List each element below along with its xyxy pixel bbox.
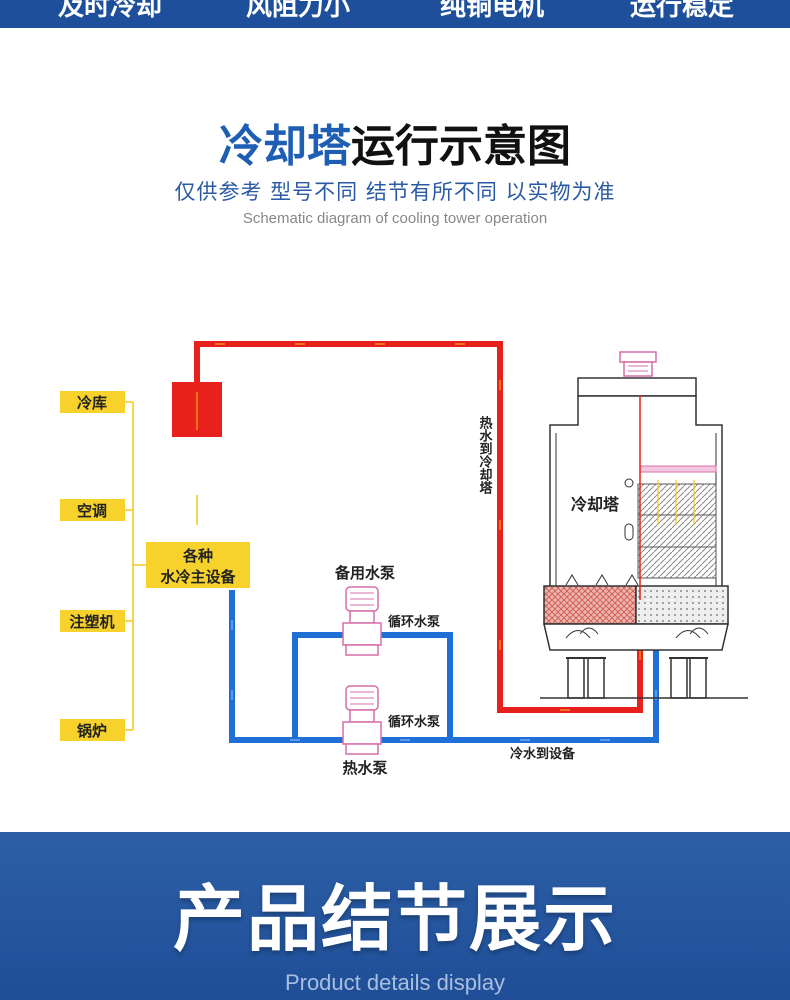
svg-text:热水到冷却塔: 热水到冷却塔 [477, 415, 493, 494]
section-subtitle: Product details display [284, 970, 506, 995]
page-title-highlight: 冷却塔 [219, 121, 351, 172]
page-subtitle-english: Schematic diagram of cooling tower opera… [242, 210, 548, 227]
svg-text:冷库: 冷库 [77, 394, 107, 412]
backup-pump [342, 586, 382, 656]
label-cold-storage: 冷库 [60, 391, 125, 413]
top-banner-item: 风阻力小 [246, 0, 351, 22]
page-title: 冷却塔运行示意图 [0, 110, 790, 174]
section-banner: 产品结节展示 Product details display [0, 832, 790, 1000]
hot-water-pipe [172, 341, 643, 713]
svg-text:水冷主设备: 水冷主设备 [160, 568, 236, 586]
page-subtitle: 仅供参考 型号不同 结节有所不同 以实物为准 [174, 180, 616, 204]
main-equipment-box: 各种 水冷主设备 [146, 542, 250, 588]
label-bracket [125, 401, 198, 731]
cold-water-to-device-label: 冷水到设备 [510, 746, 576, 762]
cooling-tower: 冷却塔 [540, 351, 748, 699]
hot-water-pump [342, 685, 382, 755]
top-banner-item: 纯铜电机 [440, 0, 545, 22]
svg-text:空调: 空调 [77, 502, 107, 520]
hot-water-to-tower-label: 热水到冷却塔 [477, 415, 493, 494]
top-banner: 及时冷却 风阻力小 纯铜电机 运行稳定 [0, 0, 790, 28]
label-air-conditioner: 空调 [60, 499, 125, 521]
hot-water-pump-label: 热水泵 [342, 759, 387, 777]
label-injection-machine: 注塑机 [60, 610, 125, 632]
section-title: 产品结节展示 [172, 877, 617, 961]
cooling-tower-label: 冷却塔 [571, 495, 620, 514]
svg-text:锅炉: 锅炉 [77, 722, 107, 740]
top-banner-item: 及时冷却 [58, 0, 163, 22]
svg-text:各种: 各种 [182, 547, 213, 565]
label-boiler: 锅炉 [60, 719, 125, 741]
top-banner-item: 运行稳定 [630, 0, 735, 22]
svg-text:注塑机: 注塑机 [69, 613, 114, 631]
backup-pump-label: 备用水泵 [334, 564, 395, 582]
circulation-pump-label: 循环水泵 [388, 614, 440, 630]
circulation-pump-label: 循环水泵 [388, 714, 440, 730]
page-title-rest: 运行示意图 [351, 121, 571, 172]
